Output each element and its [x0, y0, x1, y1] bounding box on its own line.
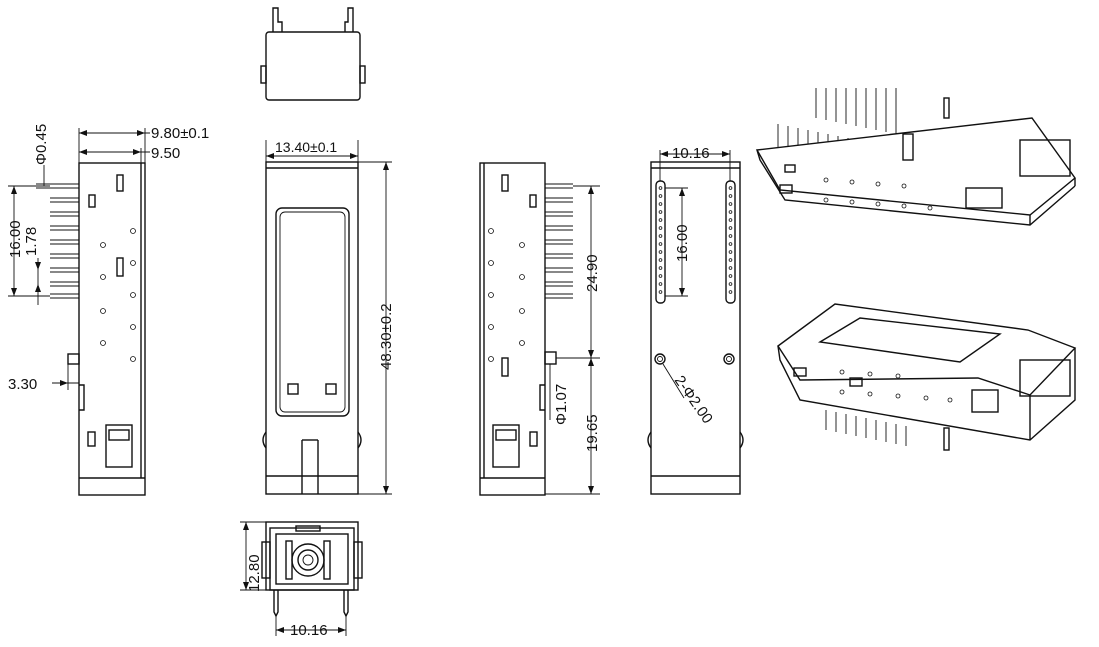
dimension-lines — [8, 128, 731, 636]
dim-1-07: Φ1.07 — [553, 384, 570, 425]
front-view — [262, 161, 362, 495]
dim-13-40: 13.40±0.1 — [275, 139, 337, 155]
dim-48-30: 48.30±0.2 — [378, 303, 395, 370]
bottom-view — [647, 161, 744, 495]
dim-12-80: 12.80 — [246, 554, 263, 592]
dim-24-90: 24.90 — [584, 254, 601, 292]
dim-3-30: 3.30 — [8, 376, 37, 393]
dim-10-16-bottom: 10.16 — [290, 622, 328, 639]
isometric-bottom-view — [777, 303, 1077, 451]
dim-19-65: 19.65 — [584, 414, 601, 452]
dim-2-phi2-00: 2-Φ2.00 — [671, 373, 716, 427]
left-side-view — [50, 162, 146, 496]
dim-9-80: 9.80±0.1 — [151, 125, 209, 142]
right-side-view — [479, 162, 573, 496]
dim-9-50: 9.50 — [151, 145, 180, 162]
dim-0-45: Φ0.45 — [33, 124, 50, 165]
dim-1-78: 1.78 — [23, 227, 40, 256]
top-view — [260, 7, 366, 101]
dim-10-16-top: 10.16 — [672, 145, 710, 162]
dim-16-00-left: 16.00 — [7, 220, 24, 258]
dim-16-00-right: 16.00 — [674, 224, 691, 262]
end-view — [261, 521, 363, 618]
isometric-top-view — [755, 88, 1076, 226]
